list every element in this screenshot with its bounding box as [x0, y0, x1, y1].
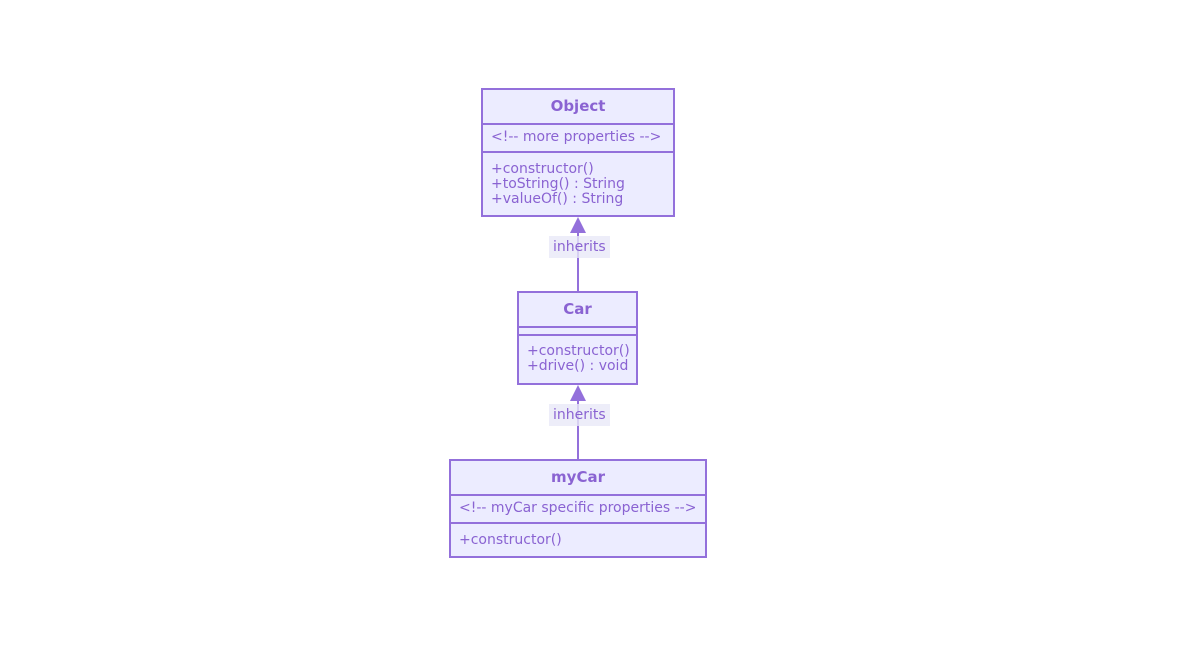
attribute-item: <!-- more properties -->: [491, 129, 662, 145]
class-title: myCar: [451, 461, 705, 496]
class-attributes: <!-- myCar specific properties -->: [451, 496, 705, 524]
class-methods: +constructor(): [451, 524, 705, 548]
class-mycar[interactable]: myCar <!-- myCar specific properties -->…: [449, 459, 707, 558]
class-attributes: <!-- more properties -->: [483, 125, 673, 153]
method-item: +constructor(): [491, 161, 594, 177]
class-methods: +constructor() +drive() : void: [519, 336, 636, 374]
relation-label: inherits: [549, 404, 610, 426]
class-methods: +constructor() +toString() : String +val…: [483, 153, 673, 207]
method-item: +constructor(): [527, 343, 630, 359]
method-item: +toString() : String: [491, 176, 625, 192]
method-item: +drive() : void: [527, 358, 629, 374]
inheritance-arrowhead-icon: [570, 217, 586, 233]
method-item: +valueOf() : String: [491, 191, 624, 207]
class-object[interactable]: Object <!-- more properties --> +constru…: [481, 88, 675, 217]
class-title: Car: [519, 293, 636, 328]
class-car[interactable]: Car +constructor() +drive() : void: [517, 291, 638, 385]
inheritance-arrowhead-icon: [570, 385, 586, 401]
method-item: +constructor(): [459, 532, 562, 548]
class-attributes: [519, 328, 636, 336]
relation-label: inherits: [549, 236, 610, 258]
class-title: Object: [483, 90, 673, 125]
attribute-item: <!-- myCar specific properties -->: [459, 500, 697, 516]
